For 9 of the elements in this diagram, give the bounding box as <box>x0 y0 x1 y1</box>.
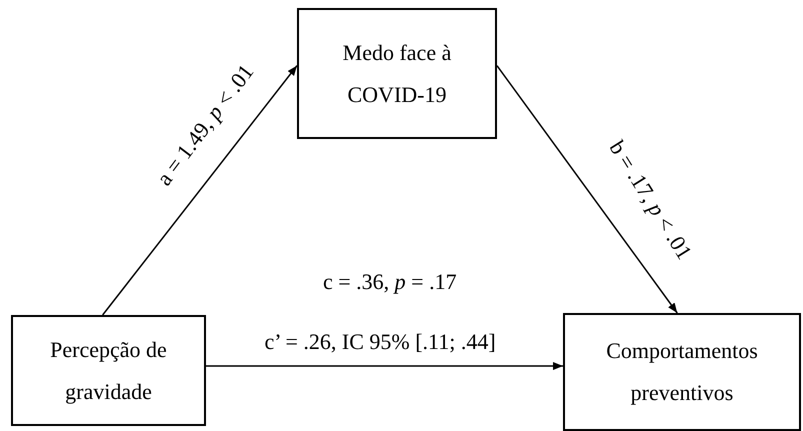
variable-label: Percepção de gravidade <box>49 336 168 406</box>
variable-box <box>11 315 206 426</box>
variable-label: Medo face à COVID-19 <box>342 38 452 108</box>
variable-box <box>563 313 801 431</box>
variable-box <box>297 8 497 139</box>
arrow <box>102 65 298 316</box>
arrow <box>496 65 678 314</box>
arrow <box>206 362 563 370</box>
variable-label: Comportamentos preventivos <box>605 337 759 407</box>
